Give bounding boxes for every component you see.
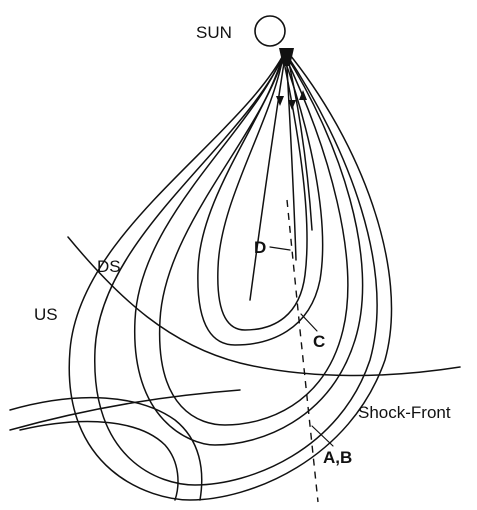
shock-front-label: Shock-Front	[358, 403, 451, 422]
field-loop-inner-inner-edge	[217, 56, 308, 331]
field-loop-inner	[197, 54, 324, 346]
field-loop-middle-inner-edge	[158, 53, 349, 426]
field-strand-1	[249, 49, 287, 301]
point-d-leader	[269, 246, 291, 251]
downstream-label: DS	[97, 257, 121, 276]
sun-footpoint	[279, 48, 294, 66]
shock-front-upper	[67, 236, 461, 377]
field-line-lower-left-a	[9, 396, 203, 501]
arrow-down-center	[288, 100, 296, 110]
arrow-down-left	[276, 96, 284, 106]
point-ab-label: A,B	[323, 448, 352, 467]
sun-label: SUN	[196, 23, 232, 42]
field-loop-outer	[68, 49, 393, 501]
shock-front-lower	[9, 389, 241, 431]
point-d-label: D	[254, 238, 266, 257]
field-line-lower-left-b	[19, 420, 179, 501]
point-ab-leader	[311, 425, 334, 447]
field-loop-middle	[134, 51, 364, 446]
arrow-up-right	[299, 90, 307, 100]
field-loop-outer-inner-edge	[94, 51, 378, 486]
field-strand-3	[285, 49, 313, 231]
upstream-label: US	[34, 305, 58, 324]
sun-circle	[254, 15, 286, 47]
point-c-label: C	[313, 332, 325, 351]
point-c-leader	[300, 313, 318, 332]
observer-dashed-line	[286, 199, 319, 503]
field-strand-2	[285, 49, 297, 261]
